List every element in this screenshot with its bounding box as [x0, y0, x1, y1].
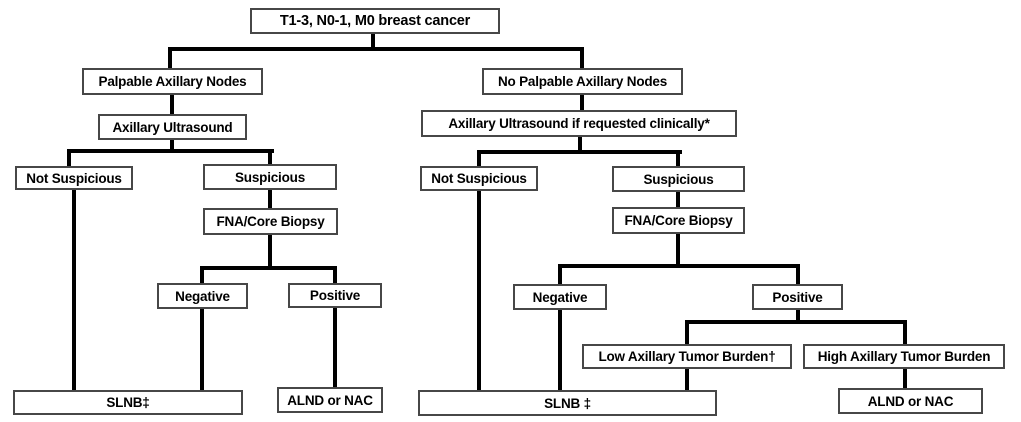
node-root: T1-3, N0-1, M0 breast cancer [250, 8, 500, 34]
connector [676, 234, 680, 266]
connector [796, 310, 800, 322]
node-left-fna-core-biopsy: FNA/Core Biopsy [203, 208, 338, 235]
node-left-negative: Negative [157, 283, 248, 309]
node-high-axillary-tumor-burden: High Axillary Tumor Burden [803, 344, 1005, 369]
connector [685, 320, 689, 344]
connector [67, 149, 71, 166]
connector [200, 266, 204, 283]
connector [676, 192, 680, 207]
node-right-positive: Positive [752, 284, 843, 310]
connector [578, 137, 582, 152]
node-right-fna-core-biopsy: FNA/Core Biopsy [612, 207, 745, 234]
connector [477, 150, 481, 166]
connector [333, 266, 337, 283]
node-left-slnb: SLNB‡ [13, 390, 243, 415]
connector [168, 47, 584, 51]
connector [580, 95, 584, 110]
connector [796, 264, 800, 284]
connector [371, 33, 375, 49]
node-palpable-nodes: Palpable Axillary Nodes [82, 68, 263, 95]
connector [477, 191, 481, 390]
node-axillary-ultrasound-if-requested: Axillary Ultrasound if requested clinica… [421, 110, 737, 137]
node-right-negative: Negative [513, 284, 607, 310]
node-left-alnd-or-nac: ALND or NAC [277, 387, 383, 413]
connector [477, 150, 682, 154]
node-left-positive: Positive [288, 283, 382, 308]
connector [558, 264, 800, 268]
node-axillary-ultrasound: Axillary Ultrasound [98, 114, 247, 140]
connector [200, 266, 337, 270]
connector [170, 95, 174, 114]
connector [268, 190, 272, 208]
connector [67, 149, 274, 153]
connector [333, 308, 337, 387]
connector [268, 235, 272, 268]
connector [685, 369, 689, 390]
connector [168, 47, 172, 68]
connector [558, 310, 562, 390]
node-right-suspicious: Suspicious [612, 166, 745, 192]
node-right-slnb: SLNB ‡ [418, 390, 717, 416]
connector [685, 320, 907, 324]
connector [268, 149, 272, 164]
connector [903, 320, 907, 344]
connector [72, 190, 76, 390]
connector [170, 140, 174, 153]
connector [903, 369, 907, 388]
node-left-suspicious: Suspicious [203, 164, 337, 190]
node-right-not-suspicious: Not Suspicious [420, 166, 538, 191]
node-right-alnd-or-nac: ALND or NAC [838, 388, 983, 414]
node-no-palpable-nodes: No Palpable Axillary Nodes [482, 68, 683, 95]
connector [558, 264, 562, 284]
connector [200, 309, 204, 390]
connector [676, 150, 680, 166]
node-low-axillary-tumor-burden: Low Axillary Tumor Burden† [582, 344, 792, 369]
connector [580, 47, 584, 68]
node-left-not-suspicious: Not Suspicious [15, 166, 133, 190]
